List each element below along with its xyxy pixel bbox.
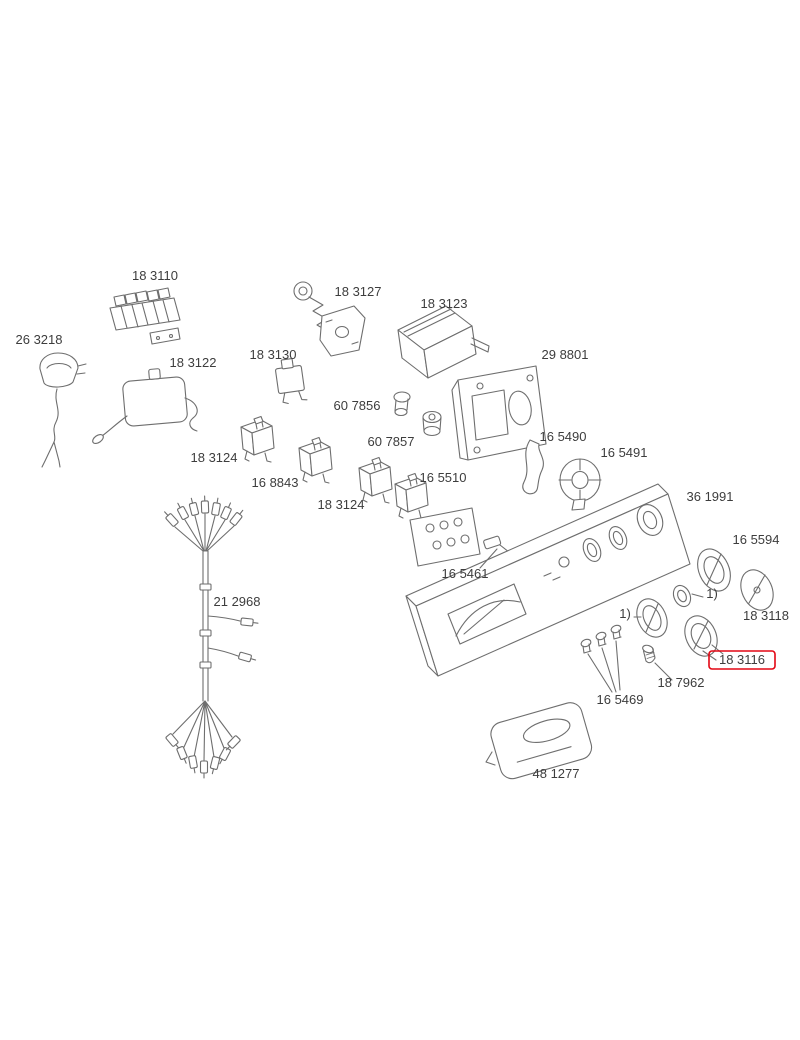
timer-box-drawing — [397, 305, 490, 379]
label-18-7962: 18 7962 — [658, 675, 705, 690]
highlight-box[interactable] — [708, 650, 776, 670]
knob-16-5594-drawing — [697, 548, 731, 592]
label-18-3127: 18 3127 — [335, 284, 382, 299]
power-plug-drawing — [39, 352, 87, 468]
label-60-7856: 60 7856 — [334, 398, 381, 413]
terminal-block-drawing — [109, 287, 181, 345]
label-16-5594: 16 5594 — [733, 532, 780, 547]
label-18-3124-a: 18 3124 — [191, 450, 238, 465]
gasket-plate-drawing — [409, 507, 515, 567]
label-26-3218: 26 3218 — [16, 332, 63, 347]
capacitor-drawing — [92, 368, 198, 445]
bracket-plate-drawing — [451, 365, 547, 461]
highlighted-part-label[interactable]: 18 3116 — [708, 650, 776, 670]
label-16-5491: 16 5491 — [601, 445, 648, 460]
label-18-3110: 18 3110 — [132, 268, 178, 283]
grommet-drawing — [422, 410, 442, 437]
part-labels: 18 3110 26 3218 18 3122 18 3127 18 3130 … — [16, 268, 790, 781]
lever-drawing — [522, 439, 544, 495]
label-18-3122: 18 3122 — [170, 355, 217, 370]
label-16-5469: 16 5469 — [597, 692, 644, 707]
label-29-8801: 29 8801 — [542, 347, 589, 362]
knob-left-drawing — [636, 598, 668, 638]
disc-drawing — [558, 458, 602, 511]
push-button-drawing — [393, 391, 411, 417]
label-16-5461: 16 5461 — [442, 566, 489, 581]
knob-18-3118-drawing — [740, 569, 774, 611]
small-switch-drawing — [275, 358, 308, 405]
screw-drawing — [642, 644, 656, 664]
knob-18-3116-drawing — [684, 615, 718, 657]
leader-lines — [479, 548, 724, 693]
microswitch-a-drawing — [240, 415, 275, 463]
label-60-7857: 60 7857 — [368, 434, 415, 449]
label-18-3123: 18 3123 — [421, 296, 468, 311]
label-footnote-right: 1) — [706, 586, 718, 601]
spring-bracket-drawing — [293, 281, 366, 357]
label-21-2968: 21 2968 — [214, 594, 261, 609]
label-18-3116[interactable]: 18 3116 — [719, 652, 765, 667]
label-18-3118: 18 3118 — [743, 608, 789, 623]
label-36-1991: 36 1991 — [687, 489, 734, 504]
drawer-front-drawing — [485, 702, 593, 780]
microswitch-b-drawing — [298, 436, 333, 484]
small-knob-drawing — [672, 584, 692, 608]
label-48-1277: 48 1277 — [533, 766, 580, 781]
label-18-3124-b: 18 3124 — [318, 497, 365, 512]
label-16-5490: 16 5490 — [540, 429, 587, 444]
panel-buttons-drawing — [580, 624, 622, 654]
label-18-3130: 18 3130 — [250, 347, 297, 362]
control-panel-drawing — [405, 483, 691, 677]
label-footnote-left: 1) — [619, 606, 631, 621]
wiring-harness-drawing — [161, 495, 259, 779]
label-16-8843: 16 8843 — [252, 475, 299, 490]
label-16-5510: 16 5510 — [420, 470, 467, 485]
